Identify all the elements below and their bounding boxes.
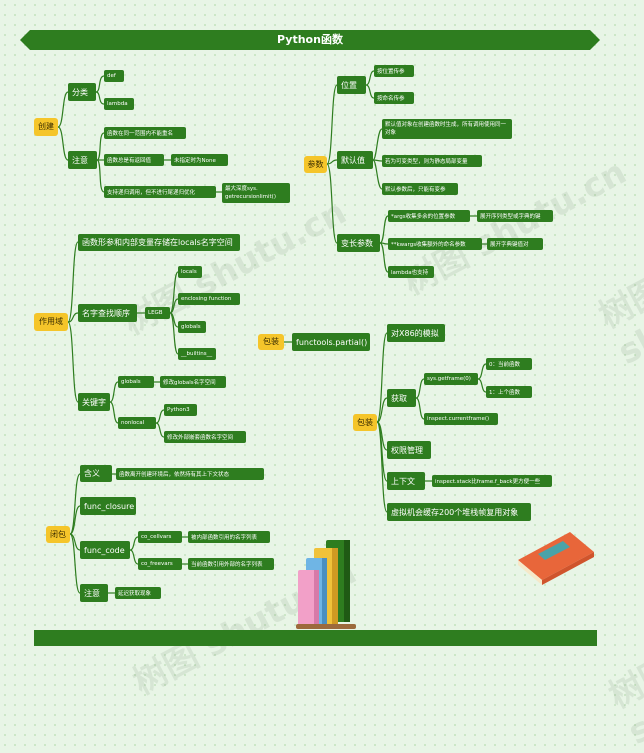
- closure-meaning-desc[interactable]: 函数离开创建环境后，依然持有其上下文状态: [116, 468, 264, 480]
- wrap-getframe-1[interactable]: 1：上个函数: [486, 386, 532, 398]
- params-var-2[interactable]: **kwargs收集额外的命名参数: [388, 238, 482, 250]
- closure-func-code[interactable]: func_code: [80, 541, 130, 559]
- params-position[interactable]: 位置: [337, 76, 366, 94]
- scope-globals[interactable]: globals: [118, 376, 154, 388]
- page-title: Python函数: [20, 30, 600, 50]
- scope-legb-builtins[interactable]: __builtins__: [178, 348, 216, 360]
- create-note[interactable]: 注意: [68, 151, 97, 169]
- params-var-2a[interactable]: 展开字典键值对: [487, 238, 543, 250]
- params-var-1a[interactable]: 展开序列类型或字典的键: [477, 210, 553, 222]
- create-def[interactable]: def: [104, 70, 124, 82]
- params-varargs[interactable]: 变长参数: [337, 234, 380, 252]
- footer-bar: [34, 630, 597, 646]
- closure-root[interactable]: 闭包: [46, 526, 70, 543]
- scope-lookup[interactable]: 名字查找顺序: [78, 304, 137, 322]
- create-note-3a[interactable]: 最大深度sys. getrecursionlimit(): [222, 183, 290, 203]
- create-note-3[interactable]: 支持递归调用，但不进行尾递归优化: [104, 186, 216, 198]
- create-note-2[interactable]: 函数总是有返回值: [104, 154, 164, 166]
- create-lambda[interactable]: lambda: [104, 98, 134, 110]
- params-default[interactable]: 默认值: [337, 151, 373, 169]
- params-default-1[interactable]: 默认值对象在创建函数时生成，所有调用使用同一对象: [382, 119, 512, 139]
- scope-globals-desc[interactable]: 修改globals名字空间: [160, 376, 226, 388]
- closure-note[interactable]: 注意: [80, 584, 108, 602]
- closure-cellvars-desc[interactable]: 被内部函数引用的名字列表: [188, 531, 270, 543]
- wrap-getframe-0[interactable]: 0：当前函数: [486, 358, 532, 370]
- wrap-getframe[interactable]: sys.getframe(0): [424, 373, 478, 385]
- connector-lines: [57, 70, 487, 594]
- params-root[interactable]: 参数: [304, 156, 327, 173]
- params-pos-2[interactable]: 按命名传参: [374, 92, 414, 104]
- wrap-currentframe[interactable]: inspect.currentframe(): [424, 413, 498, 425]
- scope-legb[interactable]: LEGB: [145, 307, 170, 319]
- params-pos-1[interactable]: 按位置传参: [374, 65, 414, 77]
- create-note-1[interactable]: 函数在同一范围内不能重名: [104, 127, 186, 139]
- scope-keyword[interactable]: 关键字: [78, 393, 110, 411]
- books-stack-illustration: [296, 540, 356, 629]
- scope-legb-enclosing[interactable]: enclosing function: [178, 293, 240, 305]
- params-var-3[interactable]: lambda也支持: [388, 266, 434, 278]
- wrap-vm[interactable]: 虚拟机会缓存200个堆栈帧复用对象: [387, 503, 531, 521]
- wrap-context[interactable]: 上下文: [387, 472, 425, 490]
- closure-func-closure[interactable]: func_closure: [80, 497, 136, 515]
- closure-freevars[interactable]: co_freevars: [138, 558, 182, 570]
- create-root[interactable]: 创建: [34, 118, 58, 136]
- params-var-1[interactable]: *args收集多余的位置参数: [388, 210, 470, 222]
- closure-meaning[interactable]: 含义: [80, 465, 112, 482]
- create-classify[interactable]: 分类: [68, 83, 96, 101]
- scope-locals-desc[interactable]: 函数形参和内部变量存储在locals名字空间: [78, 234, 240, 251]
- params-default-3[interactable]: 默认参数后，只能有变参: [382, 183, 458, 195]
- wrap-perm[interactable]: 权限管理: [387, 441, 431, 459]
- scope-nonlocal-desc[interactable]: 修改外部嵌套函数名字空间: [164, 431, 246, 443]
- scope-legb-globals[interactable]: globals: [178, 321, 206, 333]
- closure-cellvars[interactable]: co_cellvars: [138, 531, 182, 543]
- wrap-fetch[interactable]: 获取: [387, 389, 416, 407]
- scope-legb-locals[interactable]: locals: [178, 266, 202, 278]
- book-illustration: [518, 532, 594, 585]
- wrap-context-desc[interactable]: inspect.stack比frame.f_back更方便一些: [432, 475, 552, 487]
- scope-python3[interactable]: Python3: [164, 404, 197, 416]
- scope-nonlocal[interactable]: nonlocal: [118, 417, 156, 429]
- wrap-x86[interactable]: 对X86的模拟: [387, 324, 445, 342]
- closure-note-desc[interactable]: 延迟获取现象: [115, 587, 161, 599]
- closure-freevars-desc[interactable]: 当前函数引用外部的名字列表: [188, 558, 274, 570]
- mindmap-canvas: Python函数 树图 shutu.cn 树图 shutu.cn 树图 shut…: [20, 30, 644, 753]
- params-default-2[interactable]: 若为可变类型，则为静态局部变量: [382, 155, 482, 167]
- wrap-root[interactable]: 包装: [353, 414, 377, 431]
- package-root[interactable]: 包装: [258, 334, 284, 350]
- scope-root[interactable]: 作用域: [34, 313, 68, 331]
- package-partial[interactable]: functools.partial(): [292, 333, 370, 351]
- create-note-2a[interactable]: 未指定时为None: [171, 154, 228, 166]
